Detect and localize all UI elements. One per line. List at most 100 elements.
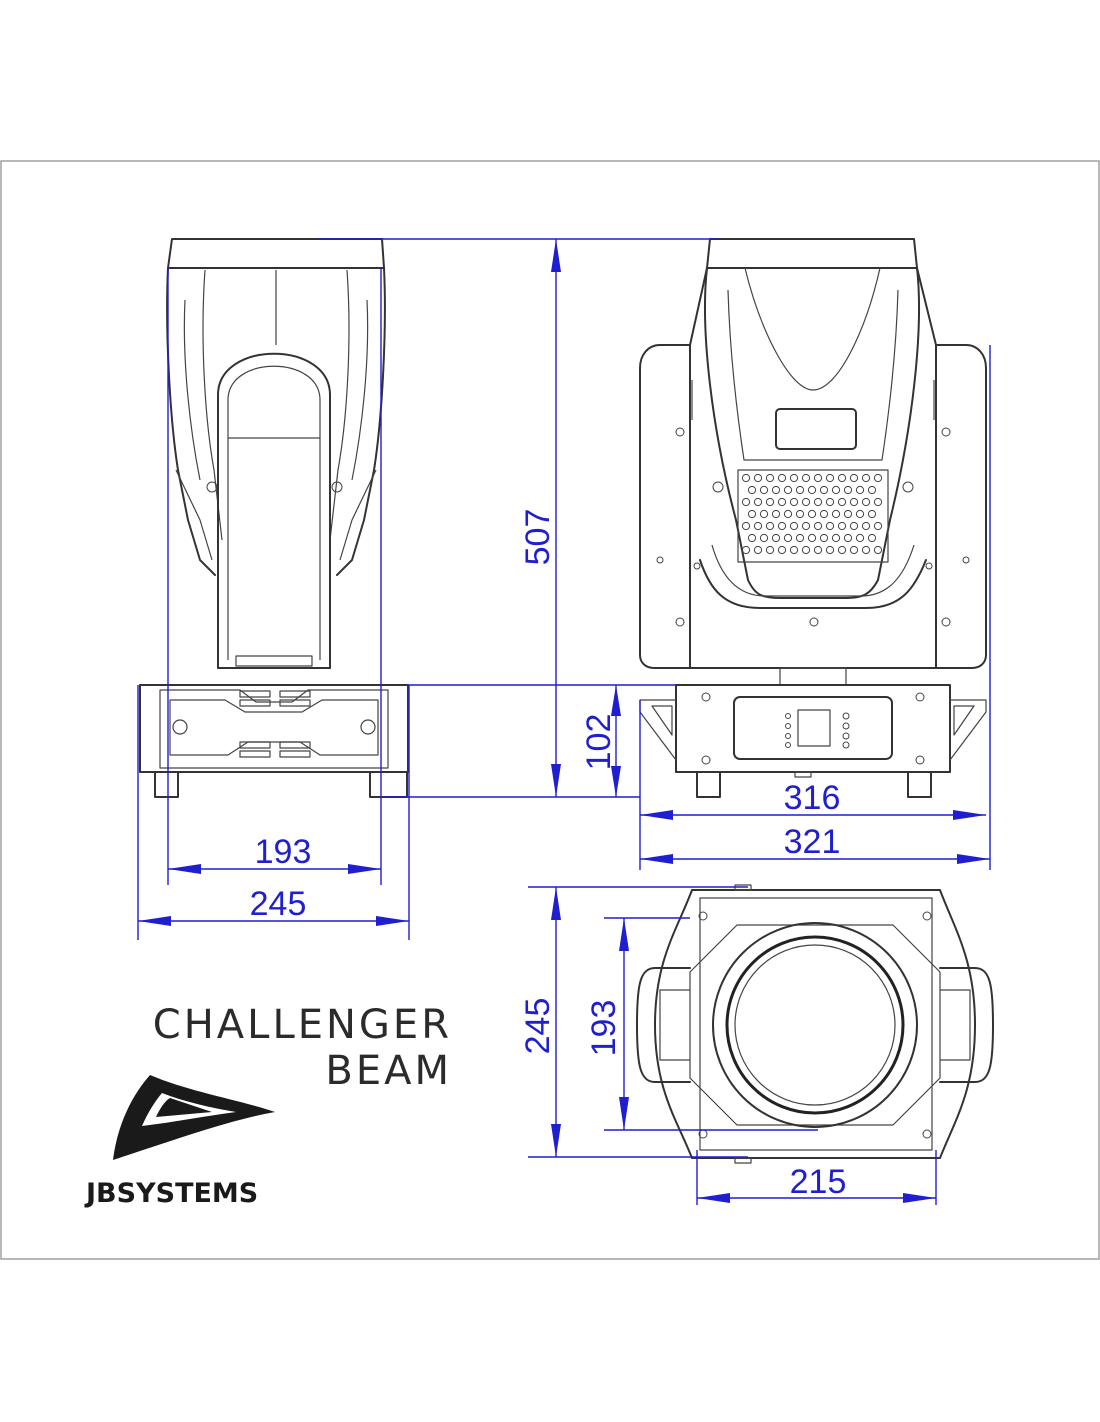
vent-hole bbox=[807, 509, 817, 519]
dim-label-side-base-width: 245 bbox=[250, 885, 307, 923]
dim-label-side-inner-width: 193 bbox=[255, 833, 312, 871]
vent-hole bbox=[789, 521, 799, 531]
jbsystems-swoosh-icon bbox=[113, 1075, 275, 1160]
vent-hole bbox=[753, 521, 763, 531]
dim-label-base-depth: 316 bbox=[784, 779, 841, 817]
vent-hole bbox=[849, 545, 859, 555]
vent-hole bbox=[867, 485, 877, 495]
vent-hole bbox=[849, 497, 859, 507]
vent-hole bbox=[783, 533, 793, 543]
vent-hole bbox=[825, 521, 835, 531]
vent-hole bbox=[753, 497, 763, 507]
vent-hole bbox=[783, 485, 793, 495]
vent-hole bbox=[789, 497, 799, 507]
brand-name: JBSYSTEMS bbox=[84, 1178, 258, 1209]
vent-hole bbox=[837, 545, 847, 555]
vent-hole bbox=[771, 509, 781, 519]
front-view bbox=[639, 238, 987, 798]
vent-hole bbox=[759, 509, 769, 519]
vent-hole bbox=[825, 473, 835, 483]
vent-hole bbox=[813, 521, 823, 531]
vent-hole bbox=[873, 545, 883, 555]
vent-hole bbox=[753, 545, 763, 555]
vent-hole bbox=[741, 497, 751, 507]
vent-hole bbox=[867, 509, 877, 519]
vent-hole bbox=[831, 485, 841, 495]
vent-hole bbox=[795, 509, 805, 519]
vent-hole bbox=[831, 533, 841, 543]
vent-hole bbox=[789, 545, 799, 555]
vent-hole bbox=[861, 545, 871, 555]
vent-hole bbox=[873, 521, 883, 531]
vent-hole bbox=[747, 485, 757, 495]
vent-hole bbox=[741, 545, 751, 555]
vent-hole bbox=[825, 497, 835, 507]
vent-hole bbox=[843, 509, 853, 519]
vent-hole bbox=[753, 473, 763, 483]
vent-hole bbox=[759, 533, 769, 543]
vent-hole bbox=[855, 485, 865, 495]
vent-hole bbox=[813, 473, 823, 483]
vent-hole bbox=[843, 485, 853, 495]
dim-label-top-inner-depth: 193 bbox=[585, 1000, 623, 1057]
side-view bbox=[139, 238, 409, 798]
vent-hole bbox=[771, 533, 781, 543]
vent-hole bbox=[795, 533, 805, 543]
dim-label-top-width: 215 bbox=[790, 1163, 847, 1201]
vent-hole bbox=[873, 497, 883, 507]
product-name-line2: BEAM bbox=[325, 1048, 452, 1094]
vent-hole bbox=[849, 473, 859, 483]
vent-hole bbox=[849, 521, 859, 531]
vent-hole bbox=[819, 533, 829, 543]
vent-hole bbox=[861, 521, 871, 531]
vent-hole bbox=[801, 473, 811, 483]
vent-hole bbox=[801, 497, 811, 507]
vent-hole bbox=[867, 533, 877, 543]
vent-hole bbox=[777, 545, 787, 555]
vent-hole bbox=[801, 545, 811, 555]
vent-hole bbox=[813, 497, 823, 507]
dim-label-base-height: 102 bbox=[580, 714, 618, 771]
vent-hole bbox=[819, 509, 829, 519]
dim-label-overall-width: 321 bbox=[784, 823, 841, 861]
vent-hole bbox=[765, 473, 775, 483]
vent-hole bbox=[861, 473, 871, 483]
vent-hole bbox=[765, 521, 775, 531]
sheet-frame bbox=[0, 160, 1100, 1260]
vent-hole bbox=[777, 473, 787, 483]
product-name-line1: CHALLENGER bbox=[153, 1002, 452, 1048]
vent-hole bbox=[747, 509, 757, 519]
vent-hole bbox=[765, 497, 775, 507]
front-vent-grid bbox=[741, 473, 883, 555]
vent-hole bbox=[801, 521, 811, 531]
vent-hole bbox=[843, 533, 853, 543]
vent-hole bbox=[873, 473, 883, 483]
vent-hole bbox=[837, 497, 847, 507]
vent-hole bbox=[813, 545, 823, 555]
vent-hole bbox=[861, 497, 871, 507]
vent-hole bbox=[741, 521, 751, 531]
vent-hole bbox=[825, 545, 835, 555]
vent-hole bbox=[741, 473, 751, 483]
vent-hole bbox=[831, 509, 841, 519]
dim-label-top-depth: 245 bbox=[519, 998, 557, 1055]
vent-hole bbox=[789, 473, 799, 483]
vent-hole bbox=[777, 497, 787, 507]
vent-hole bbox=[777, 521, 787, 531]
top-view bbox=[636, 884, 994, 1164]
vent-hole bbox=[783, 509, 793, 519]
vent-hole bbox=[807, 485, 817, 495]
vent-hole bbox=[747, 533, 757, 543]
vent-hole bbox=[837, 521, 847, 531]
vent-hole bbox=[837, 473, 847, 483]
vent-hole bbox=[771, 485, 781, 495]
dim-label-total-height: 507 bbox=[519, 509, 557, 566]
vent-hole bbox=[807, 533, 817, 543]
vent-hole bbox=[795, 485, 805, 495]
dimension-lines bbox=[137, 238, 991, 1205]
vent-hole bbox=[759, 485, 769, 495]
vent-hole bbox=[765, 545, 775, 555]
vent-hole bbox=[819, 485, 829, 495]
vent-hole bbox=[855, 509, 865, 519]
